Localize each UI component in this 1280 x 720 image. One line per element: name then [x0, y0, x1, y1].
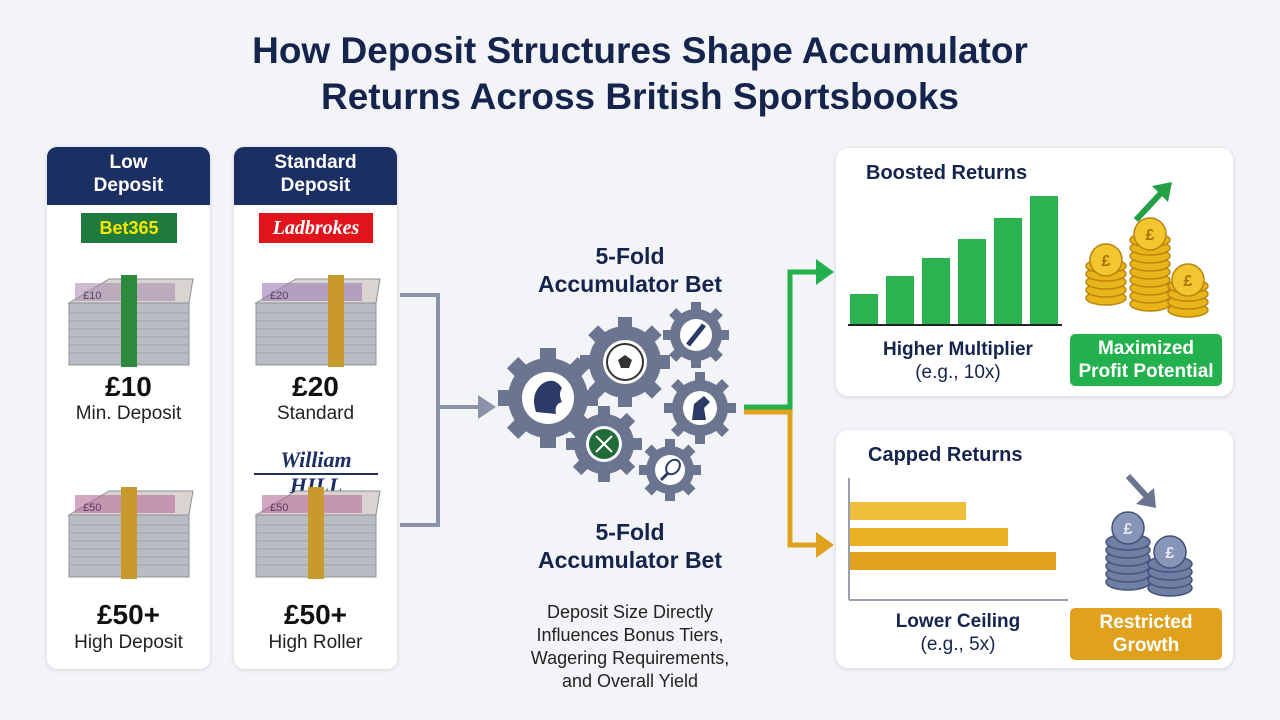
silver-coins-icon: ££	[1105, 473, 1193, 597]
page-title: How Deposit Structures Shape Accumulator…	[252, 30, 1028, 117]
panel-caption: Lower Ceiling (e.g., 5x)	[895, 611, 1021, 655]
svg-text:£10: £10	[83, 290, 101, 302]
svg-text:£: £	[1166, 545, 1175, 562]
svg-text:£: £	[1102, 253, 1111, 270]
explanatory-note: Deposit Size Directly Influences Bonus T…	[530, 602, 730, 691]
cricket-bat-icon	[663, 302, 729, 368]
amount-label: High Deposit	[74, 632, 183, 653]
bracket-connector	[400, 293, 440, 527]
restricted-growth-badge: Restricted Growth	[1070, 608, 1222, 660]
bet365-logo: Bet365	[81, 213, 177, 243]
svg-text:£: £	[1146, 227, 1155, 244]
cash-stack-icon: £20	[254, 275, 381, 367]
panel-caption: Higher Multiplier (e.g., 10x)	[883, 339, 1033, 383]
capped-bar-chart-icon	[848, 478, 1068, 601]
amount-label: Standard	[276, 403, 355, 424]
accumulator-label-bottom: 5-Fold Accumulator Bet	[537, 519, 723, 573]
card-standard-deposit: Standard Deposit Ladbrokes £20 £20 Stand…	[234, 147, 397, 669]
amount-value: £10	[105, 371, 152, 402]
gold-coins-icon: £ £ £	[1085, 182, 1209, 318]
rising-bar-chart-icon	[848, 196, 1062, 326]
capped-returns-panel: Capped Returns ££ Lower Ceiling (e.g., 5…	[836, 430, 1233, 668]
amount-value: £50+	[283, 599, 348, 630]
arrow-head	[816, 259, 834, 285]
amount-label: Min. Deposit	[75, 403, 182, 424]
capped-arrow	[744, 409, 818, 548]
card-low-deposit: Low Deposit Bet365 £10 £10 Min. Deposit …	[47, 147, 210, 669]
accumulator-label-top: 5-Fold Accumulator Bet	[537, 243, 723, 297]
panel-title: Capped Returns	[868, 444, 1023, 466]
svg-text:£20: £20	[270, 290, 288, 302]
maximized-profit-badge: Maximized Profit Potential	[1070, 334, 1222, 386]
cash-stack-icon: £10	[67, 275, 194, 367]
rising-arrow-icon	[1133, 182, 1172, 223]
arrow-head	[478, 395, 496, 419]
svg-text:£: £	[1184, 273, 1193, 290]
football-icon	[580, 317, 670, 407]
cash-stack-icon: £50	[254, 487, 381, 579]
ladbrokes-logo: Ladbrokes	[259, 213, 373, 243]
amount-label: High Roller	[268, 632, 363, 653]
panel-title: Boosted Returns	[866, 162, 1028, 184]
svg-text:£: £	[1124, 521, 1133, 538]
svg-text:£50: £50	[83, 502, 101, 514]
boosted-arrow	[744, 269, 818, 410]
card-header: Low Deposit	[47, 147, 210, 205]
tennis-racket-icon	[639, 439, 701, 501]
amount-value: £20	[292, 371, 339, 402]
boosted-returns-panel: Boosted Returns £ £ £ Higher Multiplier (e…	[836, 148, 1233, 396]
arrow-head	[816, 532, 834, 558]
horse-racing-icon	[664, 372, 736, 444]
gear-cluster	[498, 302, 736, 501]
william-hill-logo: William HILL	[254, 447, 378, 498]
tennis-ball-icon	[566, 406, 642, 482]
svg-text:£50: £50	[270, 502, 288, 514]
card-header: Standard Deposit	[234, 147, 397, 205]
amount-value: £50+	[96, 599, 161, 630]
falling-arrow-icon	[1125, 473, 1156, 508]
cash-stack-icon: £50	[67, 487, 194, 579]
